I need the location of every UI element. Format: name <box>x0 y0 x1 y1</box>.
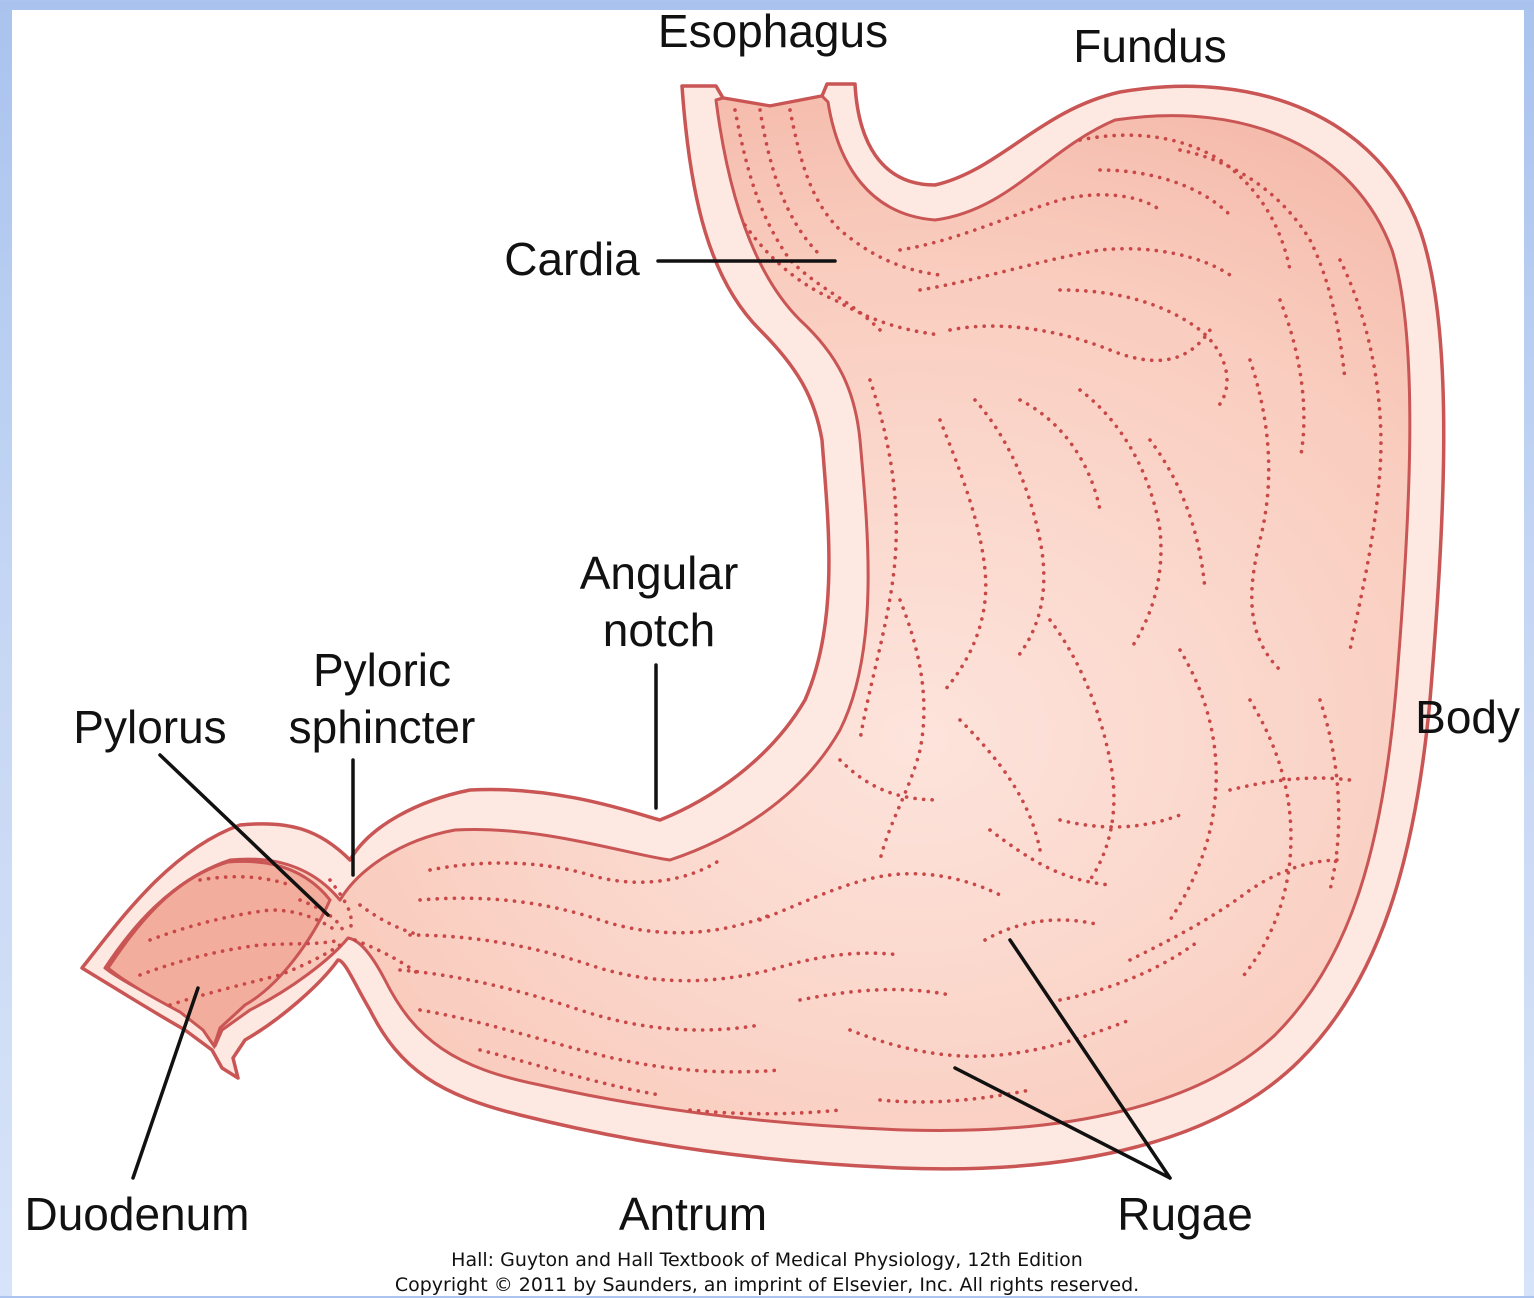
credit-line-1: Hall: Guyton and Hall Textbook of Medica… <box>0 1248 1534 1273</box>
label-body: Body <box>1415 691 1520 743</box>
stomach-mucosa <box>105 96 1410 1131</box>
figure-credit: Hall: Guyton and Hall Textbook of Medica… <box>0 1248 1534 1298</box>
label-rugae: Rugae <box>1117 1188 1253 1240</box>
duodenum-mucosa <box>108 861 330 1046</box>
label-angular-notch-line1: Angular <box>580 547 739 599</box>
label-antrum: Antrum <box>619 1188 767 1240</box>
label-cardia: Cardia <box>504 233 640 285</box>
label-esophagus: Esophagus <box>658 5 888 57</box>
label-pyloric-sphincter-line1: Pyloric <box>313 644 451 696</box>
label-angular-notch-line2: notch <box>603 604 716 656</box>
label-pyloric-sphincter-line2: sphincter <box>289 701 476 753</box>
label-pylorus: Pylorus <box>73 701 226 753</box>
credit-line-2: Copyright © 2011 by Saunders, an imprint… <box>0 1273 1534 1298</box>
label-fundus: Fundus <box>1073 20 1226 72</box>
label-duodenum: Duodenum <box>24 1188 249 1240</box>
